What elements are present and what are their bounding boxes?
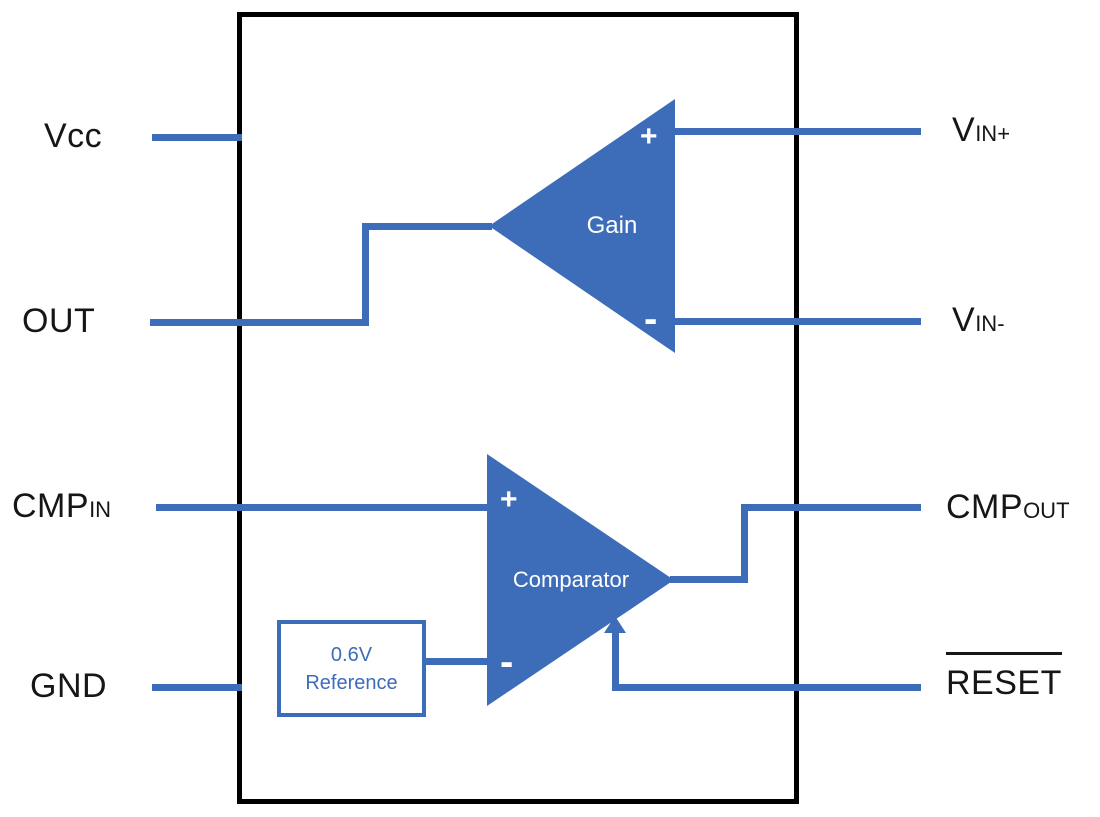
gain-plus-input: + xyxy=(640,120,658,153)
reset-overline: RESET xyxy=(946,652,1062,703)
gain-amplifier-triangle xyxy=(489,99,675,353)
wire-cmp-out-horizontal xyxy=(745,504,921,511)
gain-minus-input: - xyxy=(644,297,658,341)
pin-label-vin-minus: VIN- xyxy=(952,301,1005,340)
wire-reference-to-comparator xyxy=(424,658,490,665)
pin-label-cmp-out-sub: OUT xyxy=(1023,498,1070,523)
reference-value: 0.6V xyxy=(330,643,373,666)
pin-label-reset-text: RESET xyxy=(946,664,1062,702)
wire-out-to-gain-apex xyxy=(366,223,492,230)
pin-label-cmp-in-sub: IN xyxy=(89,497,112,522)
pin-label-vin-plus: VIN+ xyxy=(952,111,1010,150)
pin-label-vin-minus-sub: IN- xyxy=(975,311,1005,336)
gain-label: Gain xyxy=(586,212,638,239)
pin-label-vcc: Vcc xyxy=(44,117,102,156)
wire-cmp-out-vertical xyxy=(741,504,748,583)
wire-out-horizontal xyxy=(150,319,369,326)
comparator-triangle xyxy=(487,454,674,706)
voltage-reference-box: 0.6V Reference xyxy=(277,620,426,717)
pin-label-out: OUT xyxy=(22,302,95,341)
wire-comparator-output-stub xyxy=(670,576,748,583)
pin-label-gnd-text: GND xyxy=(30,667,108,705)
comparator-plus-input: + xyxy=(500,483,518,516)
wire-vcc xyxy=(152,134,242,141)
pin-label-reset: RESET xyxy=(946,652,1062,703)
wire-cmp-in xyxy=(156,504,490,511)
comparator-minus-input: - xyxy=(500,640,514,684)
pin-label-cmp-out: CMPOUT xyxy=(946,488,1070,527)
pin-label-vin-plus-main: V xyxy=(952,111,976,149)
reference-label: Reference xyxy=(305,671,398,694)
pin-label-cmp-in: CMPIN xyxy=(12,487,111,526)
pin-label-out-text: OUT xyxy=(22,302,96,340)
wire-vin-minus xyxy=(673,318,921,325)
pin-label-cmp-in-main: CMP xyxy=(12,487,90,525)
pin-label-gnd: GND xyxy=(30,667,107,706)
ic-boundary xyxy=(237,12,799,804)
pin-label-vin-plus-sub: IN+ xyxy=(975,121,1011,146)
pin-label-vin-minus-main: V xyxy=(952,301,976,339)
wire-gnd xyxy=(152,684,242,691)
wire-reset-horizontal xyxy=(612,684,921,691)
pin-label-cmp-out-main: CMP xyxy=(946,488,1024,526)
wire-out-vertical xyxy=(362,223,369,326)
comparator-label: Comparator xyxy=(512,567,630,592)
wire-vin-plus xyxy=(673,128,921,135)
pin-label-vcc-text: Vcc xyxy=(44,117,103,155)
